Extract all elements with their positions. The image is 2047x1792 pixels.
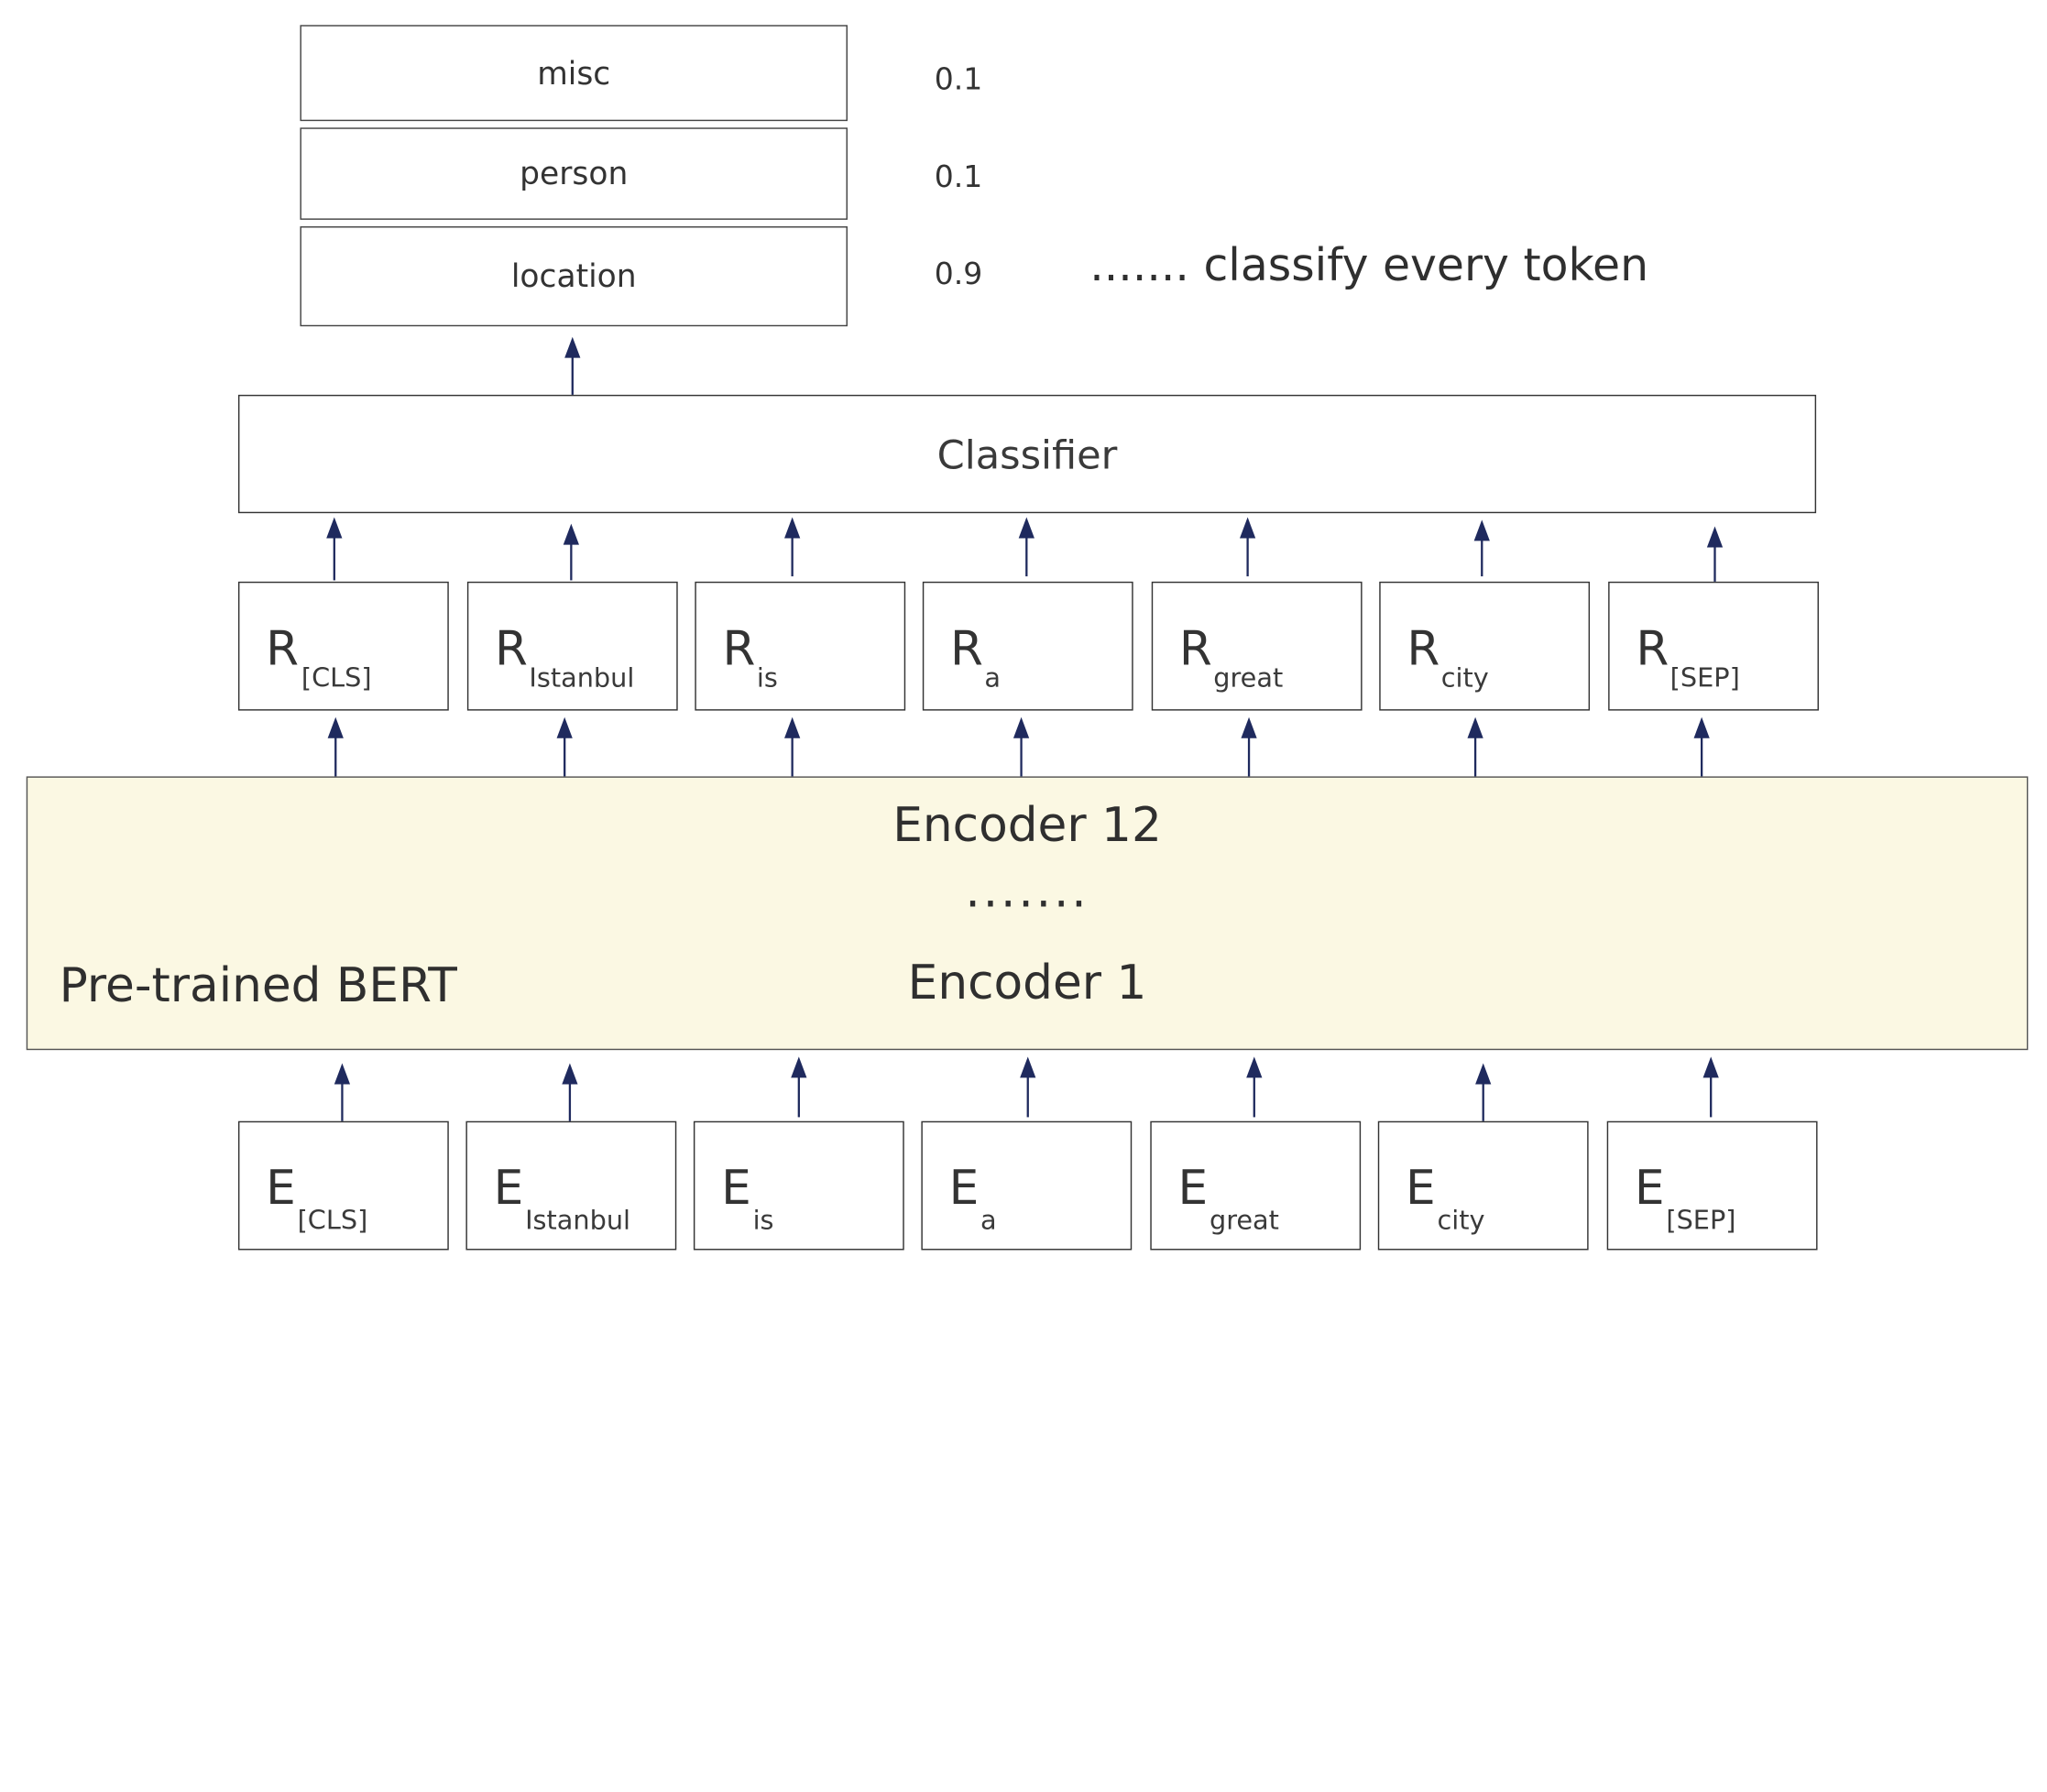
rep-token-cls: R [CLS] [237, 581, 449, 711]
arrow-emb-is-head [791, 1056, 807, 1078]
arrow-emb-sep-head [1702, 1056, 1719, 1078]
token-main: R [266, 622, 300, 677]
emb-token-sep: E [SEP] [1606, 1120, 1818, 1251]
arrow-rep-istanbul-head [563, 523, 579, 545]
arrow-emb-great-head [1246, 1056, 1263, 1078]
rep-token-great: R great [1151, 581, 1363, 711]
token-main: R [495, 622, 528, 677]
emb-token-istanbul: E Istanbul [465, 1120, 677, 1251]
token-main: E [493, 1162, 524, 1217]
pretrained-bert-panel: Encoder 12 ....... Encoder 1 Pre-trained… [26, 776, 2029, 1051]
token-sub: great [1213, 661, 1284, 694]
emb-token-is: E is [693, 1120, 904, 1251]
arrow-enc-a-head [1013, 716, 1030, 738]
output-class-label: person [520, 155, 629, 192]
token-main: E [266, 1162, 296, 1217]
output-class-person: person [300, 127, 848, 220]
arrow-rep-city-head [1473, 519, 1490, 541]
rep-token-is: R is [695, 581, 906, 711]
token-sub: [CLS] [297, 1204, 368, 1236]
arrow-rep-cls-head [326, 517, 343, 539]
arrow-enc-cls-head [327, 716, 344, 738]
token-main: R [1636, 622, 1669, 677]
prob-misc: 0.1 [934, 62, 983, 98]
arrow-emb-city-head [1475, 1063, 1492, 1085]
token-main: E [1405, 1162, 1436, 1217]
output-class-location: location [300, 226, 848, 327]
arrow-emb-a-head [1020, 1056, 1036, 1078]
emb-token-cls: E [CLS] [237, 1120, 449, 1251]
rep-token-a: R a [922, 581, 1133, 711]
rep-token-sep: R [SEP] [1608, 581, 1819, 711]
encoder-top-label: Encoder 12 [892, 798, 1162, 853]
encoder-bottom-label: Encoder 1 [907, 956, 1147, 1011]
arrow-rep-is-head [784, 517, 801, 539]
token-main: E [721, 1162, 751, 1217]
token-sub: [CLS] [301, 661, 372, 694]
token-main: R [950, 622, 983, 677]
emb-token-great: E great [1150, 1120, 1362, 1251]
token-sub: great [1209, 1204, 1279, 1236]
arrow-rep-a-head [1018, 517, 1034, 539]
token-sub: Istanbul [525, 1204, 631, 1236]
token-main: R [1178, 622, 1212, 677]
arrow-rep-great-head [1239, 517, 1256, 539]
arrow-enc-great-head [1241, 716, 1257, 738]
token-main: R [722, 622, 756, 677]
token-sub: [SEP] [1669, 661, 1740, 694]
token-main: R [1407, 622, 1440, 677]
token-sub: city [1437, 1204, 1485, 1236]
token-sub: is [752, 1204, 774, 1236]
rep-token-city: R city [1379, 581, 1591, 711]
output-class-misc: misc [300, 25, 848, 122]
arrow-enc-city-head [1467, 716, 1483, 738]
classify-note: ....... classify every token [1089, 239, 1649, 292]
arrow-rep-sep-head [1706, 526, 1724, 548]
token-sub: a [980, 1204, 997, 1236]
token-sub: a [984, 661, 1001, 694]
output-class-label: misc [537, 54, 611, 92]
prob-location: 0.9 [934, 257, 983, 292]
bert-model-label: Pre-trained BERT [59, 959, 457, 1013]
arrow-emb-istanbul-head [562, 1063, 578, 1085]
token-main: E [1177, 1162, 1209, 1217]
arrow-classifier-to-output-head [564, 336, 581, 358]
classifier-box: Classifier [237, 394, 1817, 514]
rep-token-istanbul: R Istanbul [466, 581, 678, 711]
arrow-enc-istanbul-head [556, 716, 573, 738]
arrow-enc-is-head [784, 716, 801, 738]
emb-token-city: E city [1377, 1120, 1589, 1251]
token-sub: [SEP] [1666, 1204, 1736, 1236]
classifier-label: Classifier [936, 432, 1118, 479]
encoder-dots: ....... [965, 864, 1089, 919]
token-main: E [1634, 1162, 1665, 1217]
prob-person: 0.1 [934, 160, 983, 195]
output-class-label: location [510, 257, 637, 295]
token-sub: Istanbul [529, 661, 635, 694]
token-main: E [948, 1162, 980, 1217]
flow-arrows [326, 336, 1724, 1121]
arrow-enc-sep-head [1693, 716, 1710, 738]
emb-token-a: E a [921, 1120, 1133, 1251]
token-sub: city [1440, 661, 1489, 694]
token-sub: is [756, 661, 778, 694]
arrow-emb-cls-head [334, 1063, 351, 1085]
